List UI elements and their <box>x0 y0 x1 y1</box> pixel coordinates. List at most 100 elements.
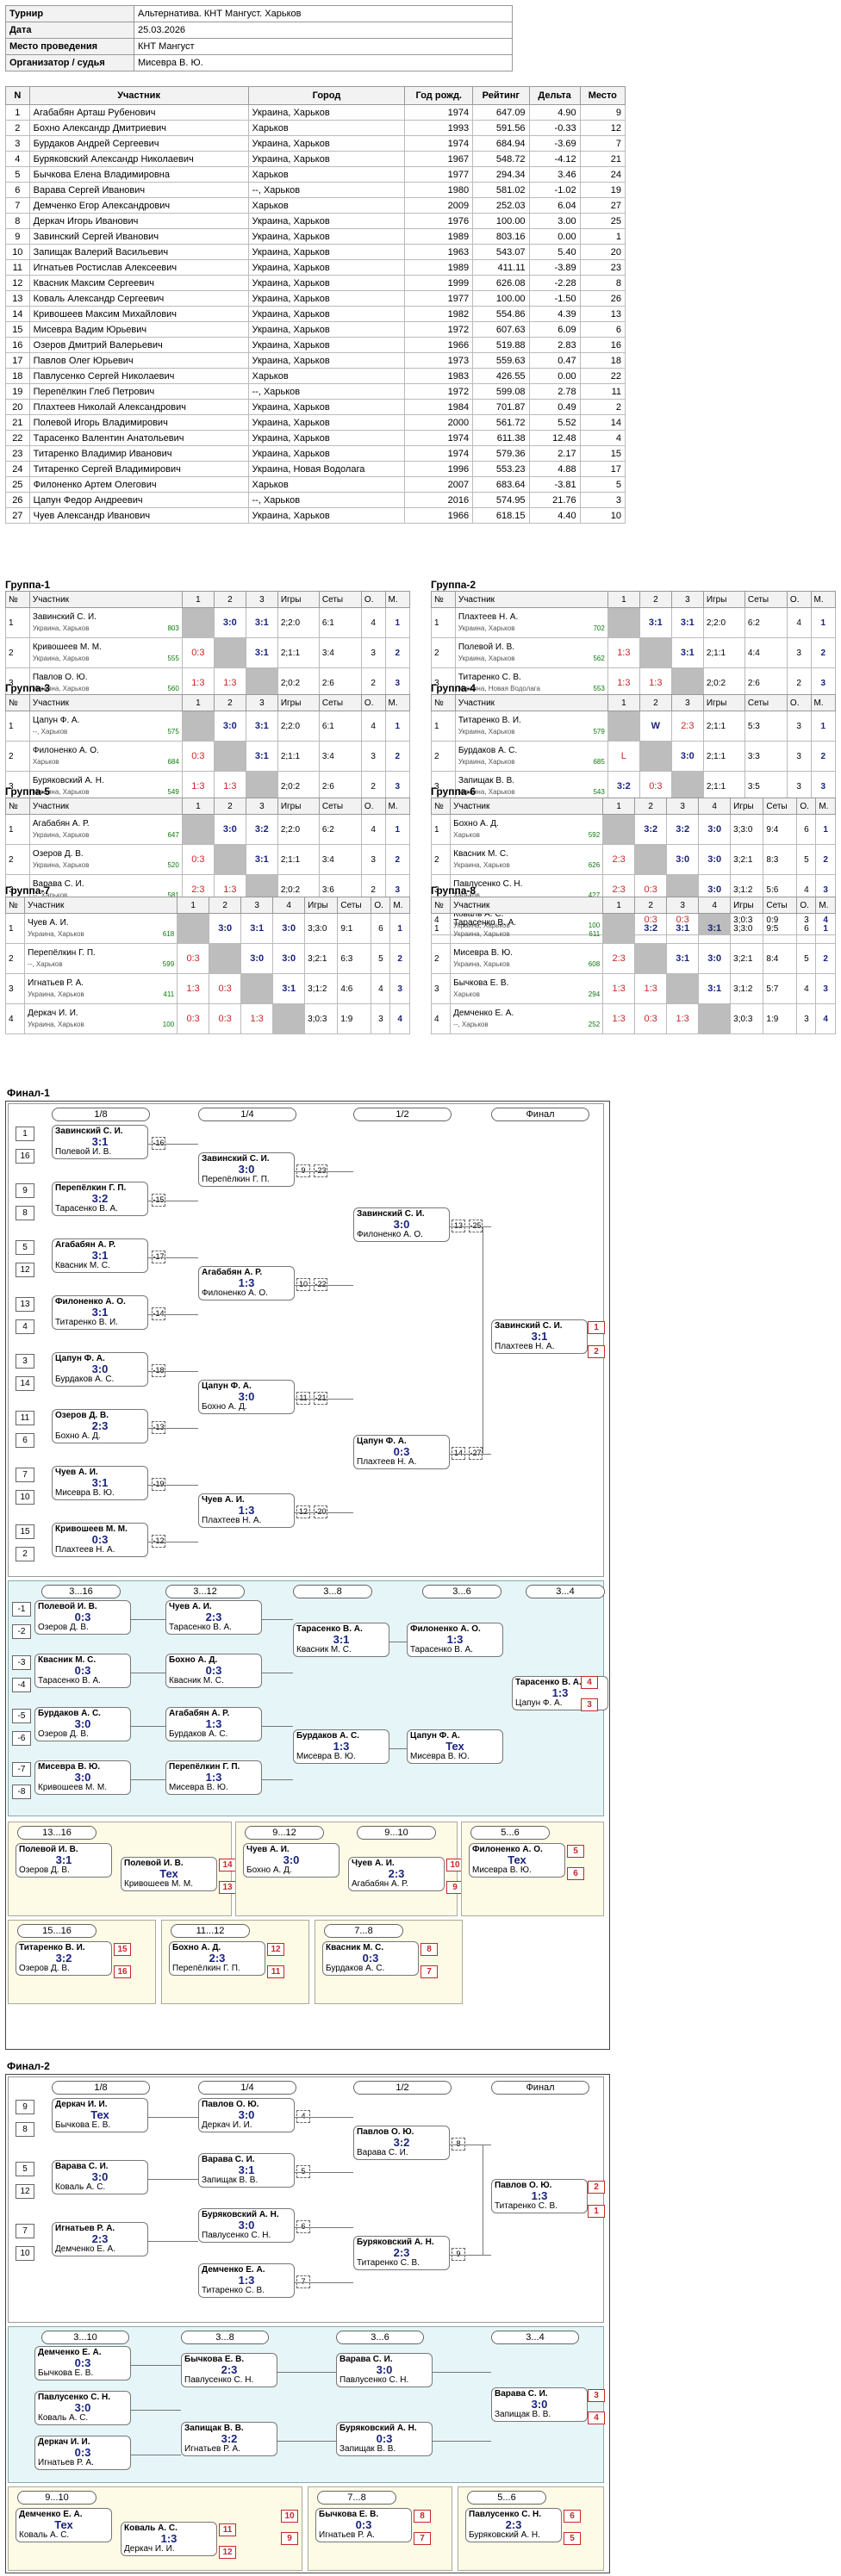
group-games: 2;2:0 <box>277 711 320 742</box>
match-number: -19 <box>152 1478 165 1491</box>
group-score-cell: 3:1 <box>272 973 306 1004</box>
group-player-name: Тарасенко В. А. <box>453 918 517 928</box>
seed-number: -7 <box>12 1762 31 1777</box>
group-sets: 1:9 <box>337 1003 372 1034</box>
group-column-header: 1 <box>177 897 210 914</box>
group-points: 3 <box>360 844 386 875</box>
final-place: 1 <box>579 228 626 245</box>
group-column-header: 3 <box>245 798 278 815</box>
group-place: 2 <box>384 741 410 772</box>
match-player-top: Варава С. И. <box>340 2355 393 2364</box>
match-player-top: Коваль А. С. <box>124 2523 178 2533</box>
group-points: 4 <box>360 814 386 845</box>
participant-name: Буряковский Александр Николаевич <box>28 151 249 167</box>
match-player-bottom: Мисевра В. Ю. <box>296 1752 356 1761</box>
match-player-top: Тарасенко В. А. <box>515 1678 582 1687</box>
match-score: 1:3 <box>333 1740 350 1753</box>
match-player-bottom: Деркач И. И. <box>124 2544 175 2554</box>
participant-city: Украина, Харьков <box>247 321 406 338</box>
rating: 599.08 <box>472 383 530 400</box>
group-place: 3 <box>810 667 836 698</box>
group-column-header: Игры <box>730 798 764 815</box>
birth-year: 1999 <box>404 275 474 291</box>
group-column-header: 3 <box>670 591 704 608</box>
match-score: 0:3 <box>74 2446 91 2459</box>
birth-year: 1993 <box>404 120 474 136</box>
group-row-number: 1 <box>431 607 456 638</box>
column-header: Участник <box>28 86 249 105</box>
match-score: 1:3 <box>238 1504 255 1517</box>
participant-number: 17 <box>5 352 30 369</box>
seed-number: 12 <box>16 1263 34 1277</box>
match-player-top: Завинский С. И. <box>357 1209 425 1219</box>
group-column-header: Сеты <box>318 798 362 815</box>
participant-name: Бурдаков Андрей Сергеевич <box>28 135 249 152</box>
birth-year: 1989 <box>404 228 474 245</box>
group-points: 3 <box>796 1003 817 1034</box>
group-place: 2 <box>815 943 836 974</box>
participant-name: Цапун Федор Андреевич <box>28 492 249 508</box>
group-player-rating: 543 <box>593 788 605 796</box>
final-place: 6 <box>579 321 626 338</box>
match-player-bottom: Павлусенко С. Н. <box>340 2375 409 2385</box>
participant-city: Украина, Харьков <box>247 414 406 431</box>
group-score-cell: 3:2 <box>245 814 278 845</box>
group-score-cell <box>181 711 215 742</box>
group-column-header: О. <box>360 694 386 711</box>
final-place-badge: 7 <box>414 2532 431 2545</box>
rating-delta: 6.04 <box>528 197 581 214</box>
group-score-cell <box>209 943 242 974</box>
match-score: 3:0 <box>238 2108 255 2121</box>
group-row-number: 1 <box>431 711 456 742</box>
participant-city: Украина, Харьков <box>247 259 406 276</box>
group-score-cell: 3:0 <box>698 943 732 974</box>
match-player-bottom: Павлусенко С. Н. <box>202 2231 271 2240</box>
match-number: -22 <box>314 1278 327 1291</box>
group-player-name: Мисевра В. Ю. <box>453 948 513 958</box>
bracket-line <box>148 1371 198 1372</box>
column-header: Дельта <box>528 86 581 105</box>
match-score: 0:3 <box>376 2432 393 2445</box>
phase-label: 1/4 <box>198 1108 296 1121</box>
match-score: 3:2 <box>221 2432 238 2445</box>
group-games: 3;2:1 <box>730 943 764 974</box>
group-column-header: 2 <box>634 798 668 815</box>
match-number: -13 <box>152 1421 165 1434</box>
group-player-rating: 626 <box>588 861 601 869</box>
group-score-cell: 1:3 <box>213 771 246 802</box>
bracket-line <box>131 1726 165 1727</box>
group-row-number: 2 <box>431 741 456 772</box>
birth-year: 1966 <box>404 337 474 353</box>
group-score-cell: 3:1 <box>670 607 704 638</box>
group-place: 2 <box>810 637 836 668</box>
group-player-name: Варава С. И. <box>32 879 84 889</box>
match-player-bottom: Тарасенко В. А. <box>55 1204 118 1214</box>
birth-year: 1983 <box>404 368 474 384</box>
match-score: Тех <box>90 2108 109 2121</box>
participant-number: 19 <box>5 383 30 400</box>
match-player-bottom: Перепёлкин Г. П. <box>172 1964 240 1973</box>
match-score: 0:3 <box>74 2356 91 2369</box>
info-key: Дата <box>5 22 134 39</box>
participant-name: Тарасенко Валентин Анатольевич <box>28 430 249 446</box>
